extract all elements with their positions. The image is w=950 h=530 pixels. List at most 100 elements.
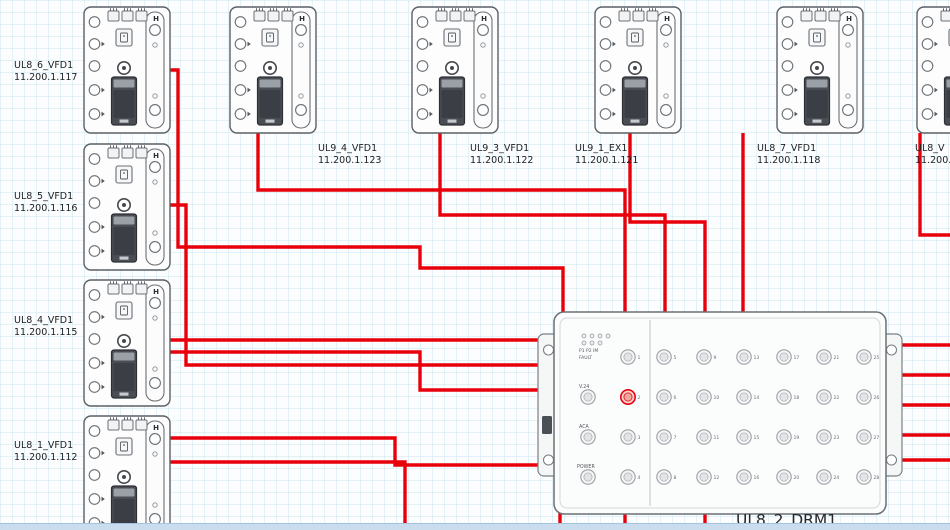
device-label: UL8_4_VFD1 bbox=[14, 315, 73, 326]
device-ip: 11.200.1.112 bbox=[14, 452, 77, 463]
drm-port[interactable]: 23 bbox=[816, 429, 840, 445]
drm-port-number: 19 bbox=[794, 435, 800, 441]
drm-port[interactable]: 27 bbox=[856, 429, 880, 445]
module-marking-h: H bbox=[299, 15, 305, 23]
drm-port[interactable]: 25 bbox=[856, 349, 880, 365]
module-marking-h: H bbox=[846, 15, 852, 23]
cable-ul8-1-down[interactable] bbox=[162, 460, 407, 530]
screw-hole bbox=[542, 344, 555, 356]
device-ip: 11.200.1.118 bbox=[757, 155, 820, 166]
device-label: UL8_5_VFD1 bbox=[14, 191, 73, 202]
drm-port-number: 3 bbox=[638, 435, 641, 441]
device-ul9-1-ex1[interactable] bbox=[594, 6, 682, 134]
drm-port[interactable] bbox=[580, 429, 596, 445]
drm-inner-frame bbox=[559, 317, 881, 509]
drm-port[interactable]: 16 bbox=[736, 469, 760, 485]
drm-port[interactable]: 5 bbox=[656, 349, 677, 365]
drm-port[interactable]: 26 bbox=[856, 389, 880, 405]
port-label-aca: ACA bbox=[579, 424, 590, 430]
drm-port[interactable]: 6 bbox=[656, 389, 677, 405]
device-ul8-6-vfd1[interactable] bbox=[83, 6, 171, 134]
drm-port-number: 28 bbox=[874, 475, 880, 481]
status-leds bbox=[581, 333, 611, 346]
module-marking-h: H bbox=[153, 424, 159, 432]
drm-port[interactable]: 20 bbox=[776, 469, 800, 485]
device-partial-right[interactable] bbox=[916, 6, 950, 134]
drm-port[interactable]: 14 bbox=[736, 389, 760, 405]
led-label-row: P1 P2 IM bbox=[579, 348, 598, 354]
drm-port[interactable]: 7 bbox=[656, 429, 677, 445]
drm-port[interactable]: 18 bbox=[776, 389, 800, 405]
port-label-v24: V.24 bbox=[579, 384, 589, 390]
drm-port[interactable]: 24 bbox=[816, 469, 840, 485]
cable-ul8-4-to-drm-b[interactable] bbox=[162, 350, 560, 392]
device-ul8-1-vfd1[interactable] bbox=[83, 415, 171, 530]
drm-port[interactable]: 8 bbox=[656, 469, 677, 485]
device-ip: 11.200.1.121 bbox=[575, 155, 638, 166]
drm-port[interactable]: 15 bbox=[736, 429, 760, 445]
drm-port[interactable]: 3 bbox=[620, 429, 641, 445]
drm-port[interactable] bbox=[580, 389, 596, 405]
cable-ul9-1-to-drm[interactable] bbox=[628, 133, 707, 312]
device-ul8-4-vfd1[interactable] bbox=[83, 279, 171, 407]
drm-port[interactable]: 4 bbox=[620, 469, 641, 485]
drm-port[interactable]: 22 bbox=[816, 389, 840, 405]
drm-port[interactable]: 12 bbox=[696, 469, 720, 485]
drm-port-number: 18 bbox=[794, 395, 800, 401]
drm-port-number: 8 bbox=[674, 475, 677, 481]
module-marking-h: H bbox=[153, 152, 159, 160]
drm-port-number: 5 bbox=[674, 355, 677, 361]
drm-port-highlighted[interactable]: 2 bbox=[619, 388, 641, 405]
screw-hole bbox=[885, 344, 898, 356]
drm-port[interactable]: 19 bbox=[776, 429, 800, 445]
drm-port-grid: 1234567891011121314151617181920212223242… bbox=[580, 349, 880, 485]
device-ul9-4-vfd1[interactable] bbox=[229, 6, 317, 134]
device-ip: 11.200.1.123 bbox=[318, 155, 381, 166]
drm-module[interactable]: P1 P2 IM FAULT V.24 ACA POWER 1234567891… bbox=[537, 311, 903, 515]
drm-port[interactable] bbox=[580, 469, 596, 485]
drm-port[interactable]: 13 bbox=[736, 349, 760, 365]
device-ul8-7-vfd1[interactable] bbox=[776, 6, 864, 134]
drm-port-number: 4 bbox=[638, 475, 641, 481]
drm-port[interactable]: 1 bbox=[620, 349, 641, 365]
module-marking-h: H bbox=[664, 15, 670, 23]
port-label-power: POWER bbox=[577, 464, 595, 470]
device-ul9-3-vfd1[interactable] bbox=[411, 6, 499, 134]
drm-port-number: 15 bbox=[754, 435, 760, 441]
cable-ul8-5-to-drm[interactable] bbox=[162, 203, 560, 367]
cable-ul9-3-to-drm[interactable] bbox=[438, 133, 667, 312]
drm-port[interactable]: 28 bbox=[856, 469, 880, 485]
drm-port-number: 17 bbox=[794, 355, 800, 361]
drm-body bbox=[553, 311, 887, 515]
drm-port[interactable]: 9 bbox=[696, 349, 717, 365]
drm-port[interactable]: 11 bbox=[696, 429, 720, 445]
drm-port-number: 16 bbox=[754, 475, 760, 481]
drm-port-number: 10 bbox=[714, 395, 720, 401]
device-ip: 11.200. bbox=[915, 155, 950, 166]
led-label-fault: FAULT bbox=[579, 355, 592, 361]
device-label: UL8_1_VFD1 bbox=[14, 440, 73, 451]
cable-ul8-6-to-drm[interactable] bbox=[162, 68, 565, 312]
drm-port-number: 22 bbox=[834, 395, 840, 401]
cable-right-device[interactable] bbox=[918, 133, 950, 237]
drm-port-number: 13 bbox=[754, 355, 760, 361]
drm-port-number: 2 bbox=[638, 395, 641, 401]
device-ip: 11.200.1.116 bbox=[14, 203, 77, 214]
drm-port-number: 23 bbox=[834, 435, 840, 441]
drm-port-number: 6 bbox=[674, 395, 677, 401]
screw-hole bbox=[542, 454, 555, 466]
drm-port-number: 27 bbox=[874, 435, 880, 441]
drm-port[interactable]: 21 bbox=[816, 349, 840, 365]
drm-port[interactable]: 17 bbox=[776, 349, 800, 365]
drm-port-number: 21 bbox=[834, 355, 840, 361]
drm-port[interactable]: 10 bbox=[696, 389, 720, 405]
device-ip: 11.200.1.117 bbox=[14, 72, 77, 83]
cable-ul8-1-to-drm[interactable] bbox=[162, 436, 560, 467]
drm-port-number: 7 bbox=[674, 435, 677, 441]
device-ul8-5-vfd1[interactable] bbox=[83, 143, 171, 271]
device-ip: 11.200.1.122 bbox=[470, 155, 533, 166]
device-ip: 11.200.1.115 bbox=[14, 327, 77, 338]
screw-hole bbox=[885, 454, 898, 466]
